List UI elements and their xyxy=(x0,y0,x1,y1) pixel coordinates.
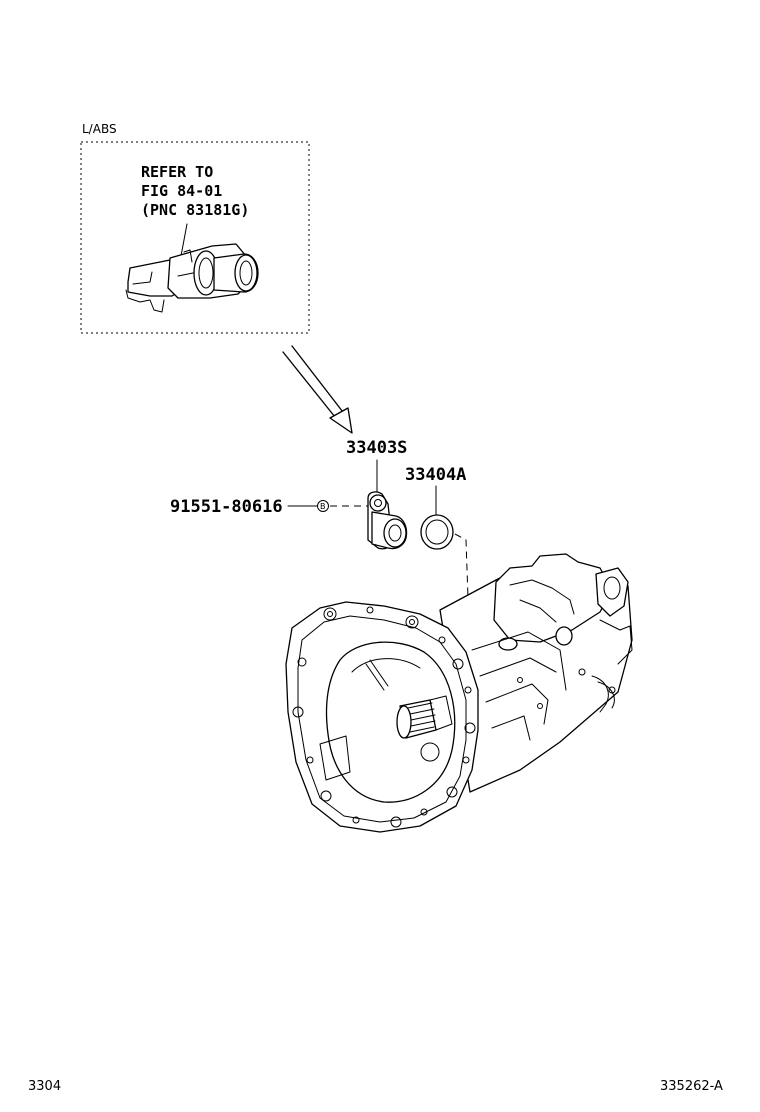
footer-left-code: 3304 xyxy=(28,1079,61,1094)
abs-sensor-illustration xyxy=(125,223,259,313)
speed-sensor-part[interactable] xyxy=(367,491,408,550)
pnc-label-sensor[interactable]: 33403S xyxy=(346,438,407,458)
bolt-badge-circle xyxy=(317,500,329,512)
footer-right-code: 335262-A xyxy=(660,1079,723,1094)
inset-note-line-1: REFER TO xyxy=(141,163,213,181)
pnc-label-oring[interactable]: 33404A xyxy=(405,465,466,485)
o-ring-part[interactable] xyxy=(420,514,454,550)
bolt-badge-letter: B xyxy=(320,502,326,511)
pnc-label-bolt[interactable]: 91551-80616 xyxy=(170,497,283,517)
reference-arrow xyxy=(282,345,353,434)
transmission-assembly xyxy=(285,553,633,833)
inset-note-line-2: FIG 84-01 xyxy=(141,182,222,200)
inset-note-line-3: (PNC 83181G) xyxy=(141,201,249,219)
variant-label: L/ABS xyxy=(82,122,117,136)
abs-inset: L/ABS REFER TO FIG 84-01 (PNC 83181G) xyxy=(80,122,310,334)
